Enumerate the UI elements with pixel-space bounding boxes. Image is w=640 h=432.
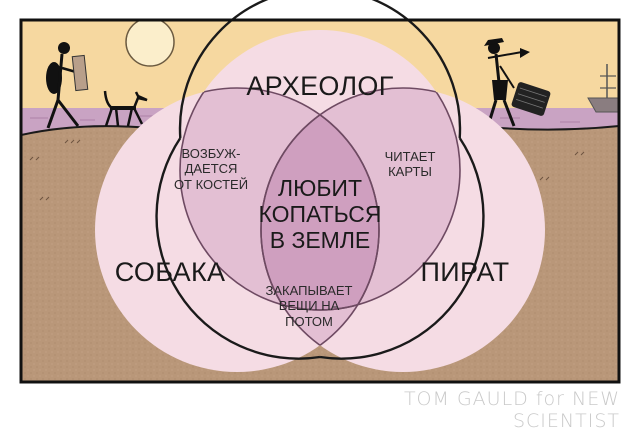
label-dog-pirate-overlap: ЗАКАПЫВАЕТ ВЕЩИ НА ПОТОМ (265, 283, 353, 329)
treasure-chest-icon (511, 82, 551, 116)
sun-icon (125, 20, 175, 67)
artist-credit: TOM GAULD for NEW SCIENTIST (403, 388, 620, 432)
panel-border (19, 18, 621, 384)
dog-figure-icon (103, 90, 148, 127)
pirate-figure-icon (484, 38, 530, 127)
label-archaeologist: АРХЕОЛОГ (246, 71, 394, 101)
label-pirate: ПИРАТ (420, 257, 510, 287)
venn-circles (95, 0, 545, 372)
label-dog: СОБАКА (114, 257, 226, 287)
label-archaeologist-dog-overlap: ВОЗБУЖ- ДАЕТСЯ ОТ КОСТЕЙ (173, 146, 249, 192)
label-archaeologist-pirate-overlap: ЧИТАЕТ КАРТЫ (384, 149, 436, 180)
ship-icon (587, 64, 619, 113)
hiker-figure-icon (46, 42, 89, 129)
label-all-three-overlap: ЛЮБИТ КОПАТЬСЯ В ЗЕМЛЕ (258, 175, 382, 253)
triple-overlap (261, 88, 379, 310)
